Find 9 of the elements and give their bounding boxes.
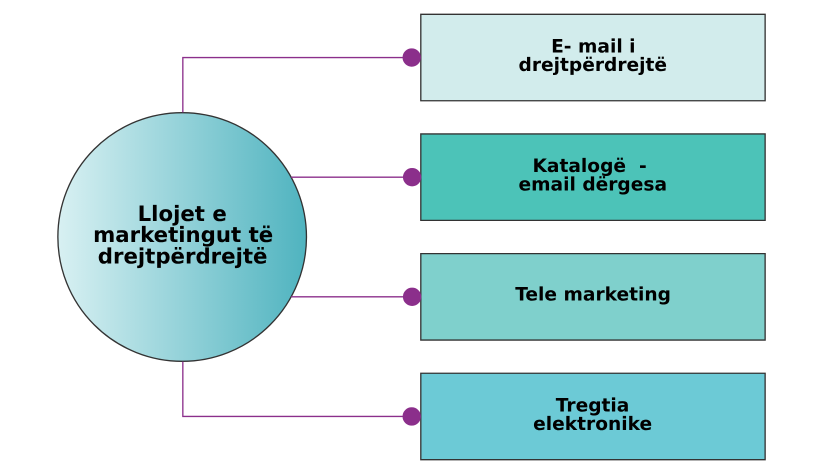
connector [290,287,421,306]
node-box: Tele marketing [420,252,766,340]
connector [290,168,421,186]
node-circle: Llojet e marketingut të drejtpërdrejtë [56,112,307,362]
node-box: Tregtia elektronike [420,372,766,460]
node-box: E- mail i drejtpërdrejtë [420,13,766,101]
connector [182,48,420,112]
connector [182,361,420,426]
node-box: Katalogë - email dërgesa [420,132,766,221]
